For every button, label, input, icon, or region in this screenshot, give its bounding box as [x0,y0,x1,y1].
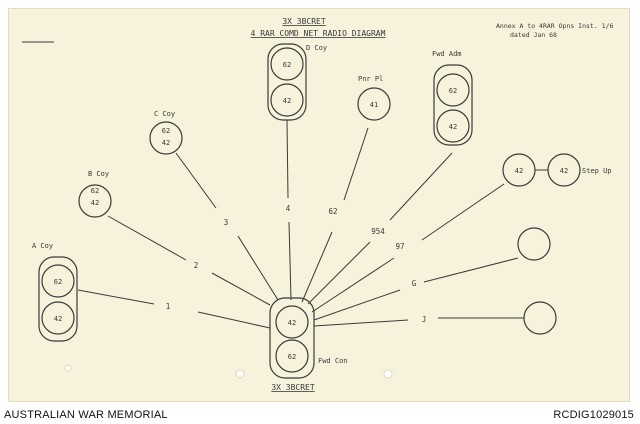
station-c-coy: C Coy 62 42 [149,110,183,155]
station-rear-42: 42 [502,153,536,187]
set-label: 41 [370,101,378,109]
link-label: 2 [194,261,199,270]
punch-hole [235,369,245,379]
punch-hole [383,369,393,379]
link-label: G [412,279,417,288]
station-fwd-con-hub: 42 62 Fwd Con [269,297,348,379]
annex-date: dated Jan 68 [510,31,557,39]
link-label: 97 [395,242,404,251]
station-label: Fwd Con [318,357,348,365]
link-label: 954 [371,227,385,236]
radio-net-diagram: 3X 3BCRET 4 RAR COMD NET RADIO DIAGRAM A… [22,17,613,392]
punch-hole [64,364,72,372]
archive-credit: AUSTRALIAN WAR MEMORIAL [4,409,168,421]
set-label: 42 [283,97,291,105]
station-label: A Coy [32,242,53,250]
link-label: 1 [166,302,171,311]
set-label: 42 [288,319,296,327]
set-label: 42 [91,199,99,207]
annex-reference: Annex A to 4RAR Opns Inst. 1/6 [496,22,613,30]
set-label: 42 [515,167,523,175]
set-label: 42 [449,123,457,131]
station-empty-upper [517,227,551,261]
station-a-coy: A Coy 62 42 [32,242,78,342]
set-label: 42 [162,139,170,147]
station-label: C Coy [154,110,175,118]
security-heading: 3X 3BCRET [282,17,326,26]
station-label: B Coy [88,170,109,178]
archive-id: RCDIG1029015 [553,409,634,421]
set-label: 42 [560,167,568,175]
link-label: 62 [328,207,337,216]
security-footer-heading: 3X 3BCRET [271,383,315,392]
link-label: 4 [286,204,291,213]
station-label: Pnr Pl [358,75,383,83]
station-b-coy: B Coy 62 42 [78,170,112,218]
set-label: 62 [91,187,99,195]
diagram-title: 4 RAR COMD NET RADIO DIAGRAM [251,29,386,38]
link-label: 3 [224,218,229,227]
station-d-coy: D Coy 62 42 [267,43,327,121]
set-label: 42 [54,315,62,323]
set-label: 62 [283,61,291,69]
station-label: Step Up [582,167,612,175]
set-label: 62 [54,278,62,286]
station-empty-lower [523,301,557,335]
station-step-up: 42 Step Up [535,153,612,187]
station-fwd-adm: Fwd Adm 62 42 [432,50,473,146]
link-lines [77,119,524,329]
station-label: D Coy [306,44,327,52]
station-label: Fwd Adm [432,50,462,58]
set-label: 62 [288,353,296,361]
link-label: J [422,315,427,324]
set-label: 62 [449,87,457,95]
set-label: 62 [162,127,170,135]
document-page: 3X 3BCRET 4 RAR COMD NET RADIO DIAGRAM A… [8,8,630,402]
station-pnr-pl: Pnr Pl 41 [357,75,391,121]
